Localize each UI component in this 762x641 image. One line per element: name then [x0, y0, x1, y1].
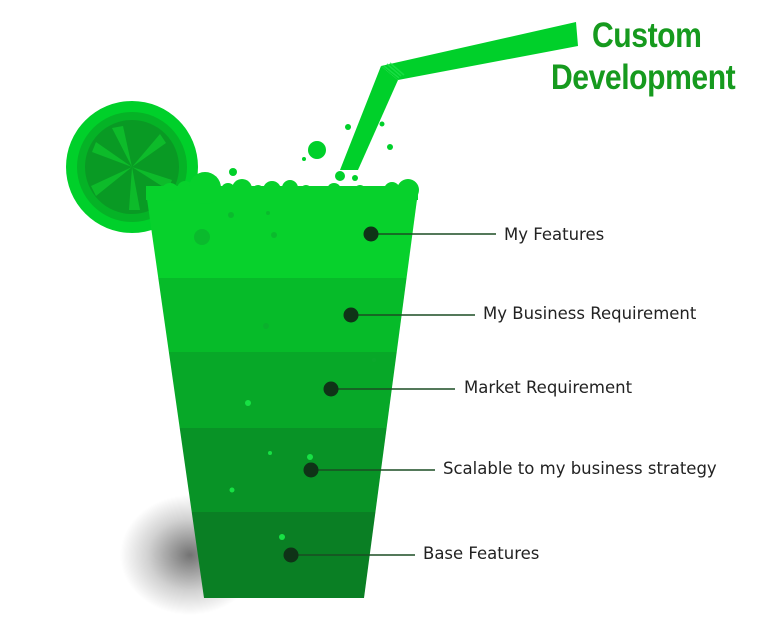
straw-icon: [340, 22, 578, 170]
layer-label-my-business-requirement: My Business Requirement: [483, 304, 697, 323]
marker-dot-base-features: [283, 547, 299, 563]
layer-band-my-features: [146, 192, 418, 278]
marker-dot-my-features: [363, 226, 379, 242]
marker-dot-market-requirement: [323, 381, 339, 397]
inner-bubbles: [194, 211, 376, 362]
marker-dot-scalable-strategy: [303, 462, 319, 478]
marker-dot-my-business-requirement: [343, 307, 359, 323]
layer-label-base-features: Base Features: [423, 544, 540, 563]
layer-band-market-requirement: [146, 352, 418, 428]
title-line-1: Custom: [592, 16, 702, 55]
foam: [146, 172, 419, 204]
layer-label-market-requirement: Market Requirement: [464, 378, 633, 397]
title-line-2: Development: [551, 58, 736, 97]
splash-bubbles: [229, 121, 393, 181]
light-bubbles: [229, 400, 313, 540]
layer-label-scalable-strategy: Scalable to my business strategy: [443, 459, 717, 478]
layer-label-my-features: My Features: [504, 225, 605, 244]
layer-connectors: [283, 226, 496, 563]
